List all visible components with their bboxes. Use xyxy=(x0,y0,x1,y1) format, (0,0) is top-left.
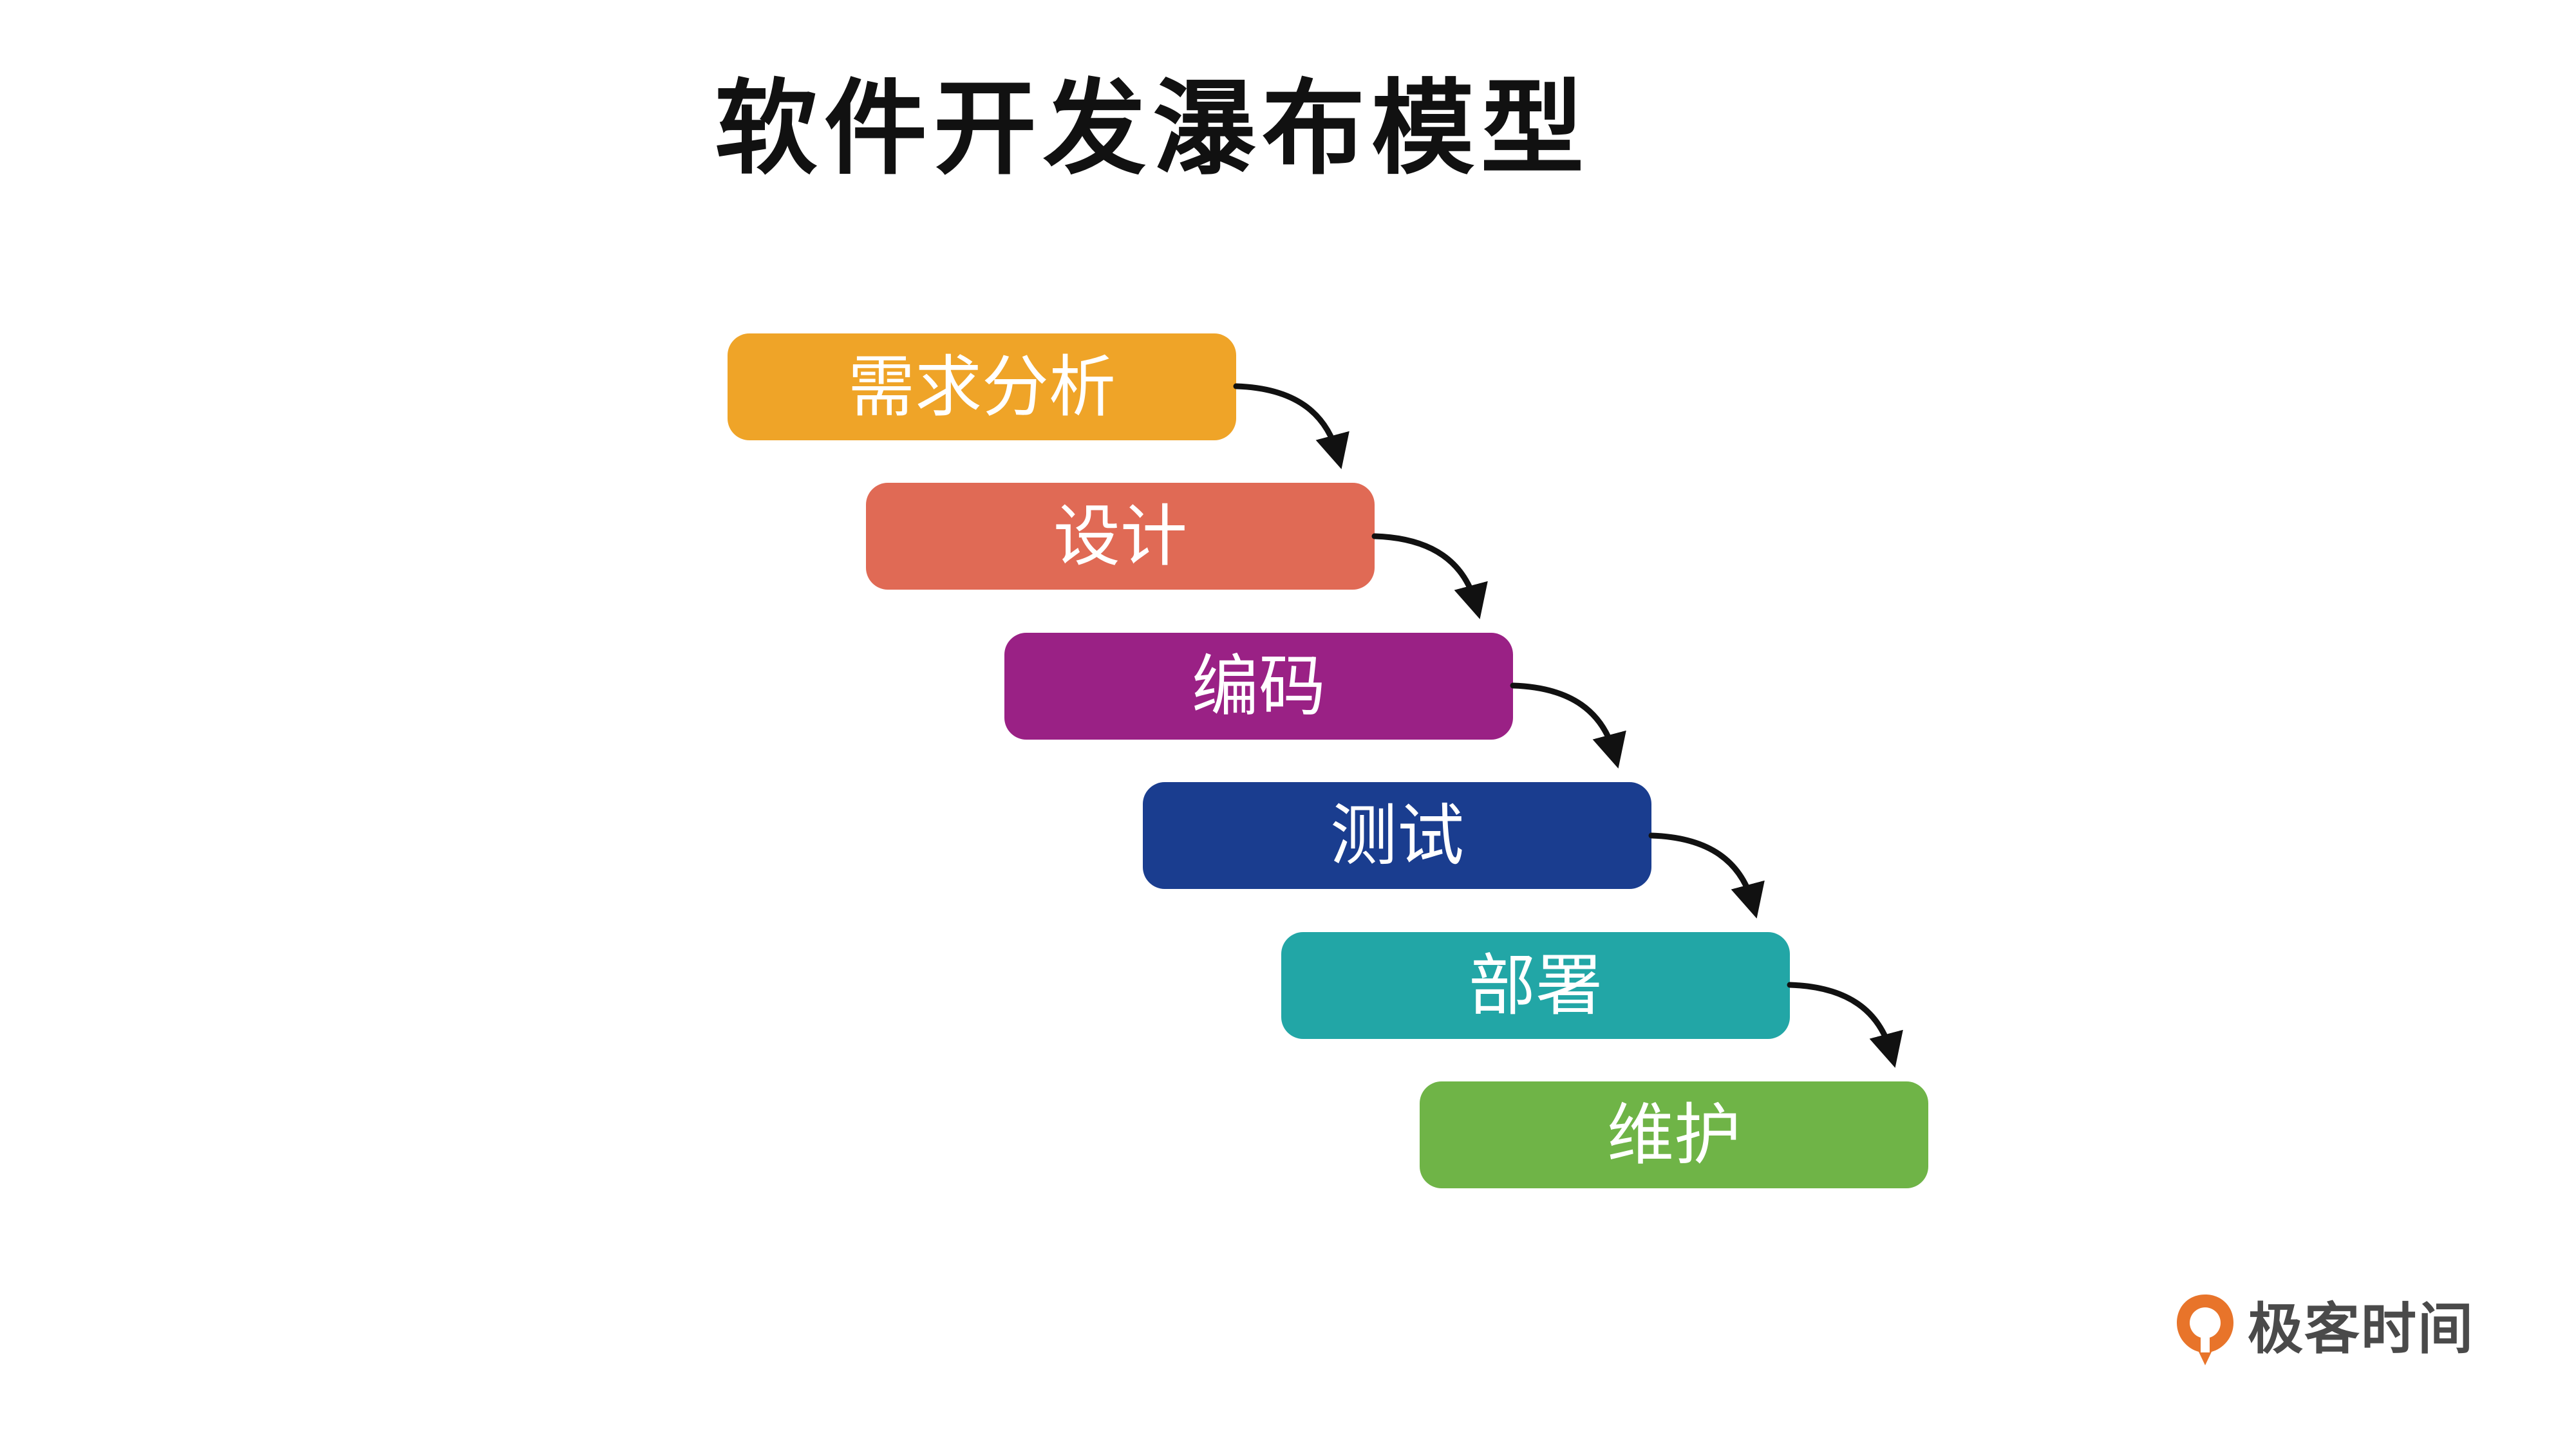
curved-arrow-icon xyxy=(1510,682,1626,769)
curved-arrow-icon xyxy=(1233,383,1349,469)
stage-deployment: 部署 xyxy=(1281,932,1790,1039)
stage-label: 编码 xyxy=(1191,647,1326,725)
geektime-logo-icon xyxy=(2177,1295,2233,1365)
curved-arrow-icon xyxy=(1648,832,1765,919)
curved-arrow-icon xyxy=(1371,533,1488,619)
stage-testing: 测试 xyxy=(1143,782,1651,889)
stage-coding: 编码 xyxy=(1004,633,1513,740)
brand-logo: 极客时间 xyxy=(2173,1291,2474,1368)
stage-label: 维护 xyxy=(1606,1096,1741,1174)
curved-arrow-icon xyxy=(1787,982,1903,1068)
stage-label: 部署 xyxy=(1468,946,1603,1025)
stage-requirements-analysis: 需求分析 xyxy=(728,333,1236,440)
stage-maintenance: 维护 xyxy=(1420,1081,1928,1188)
stage-design: 设计 xyxy=(866,483,1375,590)
stage-label: 需求分析 xyxy=(847,348,1116,426)
stage-label: 测试 xyxy=(1330,796,1464,875)
diagram-title: 软件开发瀑布模型 xyxy=(715,68,1591,189)
brand-name: 极客时间 xyxy=(2248,1297,2474,1361)
stage-label: 设计 xyxy=(1053,497,1187,575)
